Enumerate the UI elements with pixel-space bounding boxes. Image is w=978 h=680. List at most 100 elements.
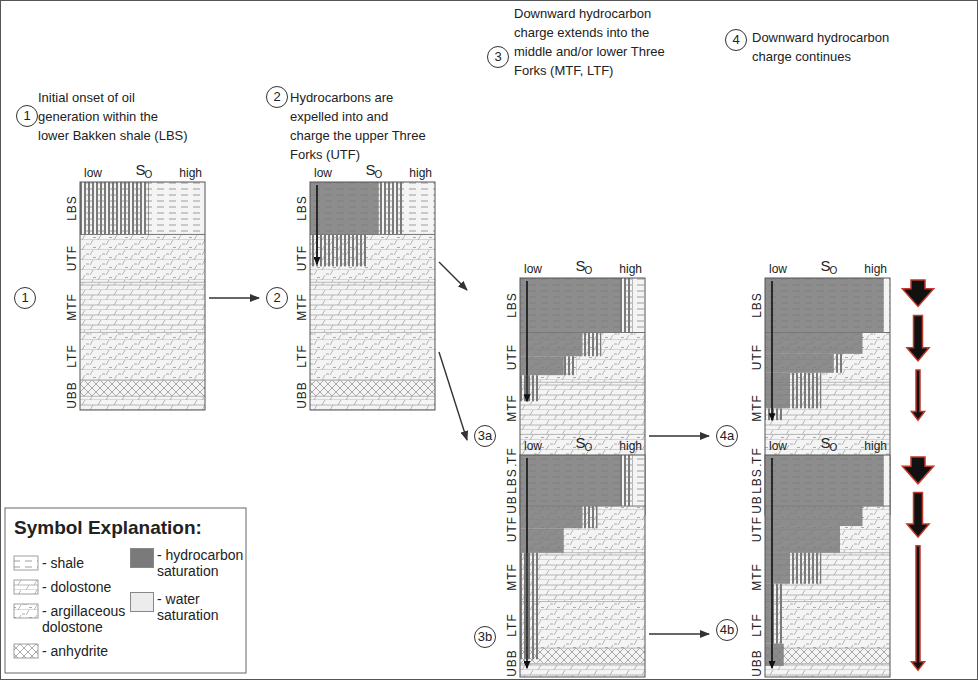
axis-label: low bbox=[524, 263, 542, 275]
lithology-pattern bbox=[520, 506, 645, 553]
stratigraphic-column: 3alowSOhighLBSUTFMTFLTFUBB bbox=[470, 256, 645, 515]
step-title: Downward hydrocarbon charge continues bbox=[752, 28, 910, 66]
step-title: Initial onset of oil generation within t… bbox=[38, 88, 190, 145]
axis-label: high bbox=[409, 167, 432, 179]
unit-label: LBS bbox=[506, 466, 518, 496]
flow-arrow bbox=[649, 633, 709, 634]
lithology-pattern bbox=[310, 182, 435, 234]
charge-direction bbox=[771, 458, 773, 668]
callout-number: 1 bbox=[14, 287, 36, 309]
axis-label: low bbox=[769, 263, 787, 275]
step-title: Downward hydrocarbon charge extends into… bbox=[514, 4, 674, 80]
charge-arrow bbox=[911, 370, 924, 420]
unit-label: UBB bbox=[751, 647, 763, 679]
unit-label: UTF bbox=[66, 243, 78, 273]
unit-label: MTF bbox=[66, 292, 78, 324]
unit-label: LBS bbox=[751, 466, 763, 496]
unit-label: UBB bbox=[506, 647, 518, 679]
legend-label: - argillaceous dolostone bbox=[42, 603, 132, 635]
charge-direction bbox=[526, 281, 528, 401]
legend-label: - shale bbox=[42, 555, 122, 571]
lithology-pattern bbox=[310, 282, 435, 332]
axis-label: high bbox=[179, 167, 202, 179]
saturation-transition bbox=[790, 373, 821, 409]
unit-label: LTF bbox=[751, 611, 763, 638]
step-title: Hydrocarbons are expelled into and charg… bbox=[290, 88, 430, 164]
legend-pattern bbox=[14, 644, 38, 658]
stratigraphic-column: 4alowSOhighLBSUTFMTFLTFUBB bbox=[712, 256, 890, 515]
layer-boundary bbox=[80, 282, 205, 283]
saturation-transition bbox=[520, 375, 539, 401]
unit-label: UTF bbox=[296, 243, 308, 273]
lithology-pattern bbox=[80, 234, 205, 282]
axis-subscript: O bbox=[375, 170, 383, 180]
callout-number: 1 bbox=[16, 105, 38, 127]
flow-arrow bbox=[209, 297, 259, 298]
layer-boundary bbox=[80, 380, 205, 381]
callout-number: 2 bbox=[266, 86, 288, 108]
axis-label: high bbox=[864, 263, 887, 275]
lithology-layer bbox=[765, 278, 890, 333]
hydrocarbon-saturation bbox=[520, 333, 583, 357]
axis-label: S bbox=[366, 162, 376, 177]
lithology-pattern bbox=[80, 380, 205, 396]
stratigraphic-column: 1lowSOhighLBSUTFMTFLTFUBB bbox=[10, 160, 205, 410]
callout-number: 2 bbox=[266, 287, 288, 309]
charge-arrow bbox=[907, 316, 929, 361]
lithology-pattern bbox=[765, 506, 890, 553]
column-outline bbox=[765, 278, 890, 515]
hydrocarbon-saturation bbox=[765, 333, 863, 354]
unit-label: UTF bbox=[751, 514, 763, 544]
callout-number: 4a bbox=[716, 425, 738, 447]
lithology-pattern bbox=[765, 455, 890, 506]
layer-boundary bbox=[80, 396, 205, 397]
axis-label: S bbox=[821, 258, 831, 273]
stratigraphic-column: 4blowSOhighLBSUTFMTFLTFUBB bbox=[712, 433, 890, 677]
axis-label: high bbox=[619, 440, 642, 452]
hydrocarbon-saturation bbox=[765, 553, 790, 584]
lithology-layer bbox=[80, 332, 205, 380]
hydrocarbon-saturation bbox=[765, 278, 884, 333]
lithology-layer bbox=[80, 282, 205, 332]
legend-label: - hydrocarbon saturation bbox=[157, 547, 245, 579]
unit-label: MTF bbox=[751, 393, 763, 425]
lithology-pattern bbox=[80, 332, 205, 380]
saturation-transition bbox=[765, 408, 784, 420]
axis-label: S bbox=[821, 435, 831, 450]
unit-label: UTF bbox=[506, 514, 518, 544]
saturation-transition bbox=[379, 182, 404, 234]
saturation-transition bbox=[520, 553, 539, 660]
legend-swatch bbox=[130, 548, 154, 568]
saturation-transition bbox=[834, 354, 843, 373]
legend-label: - anhydrite bbox=[42, 643, 122, 659]
lithology-layer bbox=[520, 333, 645, 383]
charge-arrow bbox=[902, 280, 933, 306]
lithology-layer bbox=[310, 380, 435, 396]
callout-number: 3b bbox=[474, 626, 496, 648]
layer-boundary bbox=[520, 663, 645, 664]
lithology-layer bbox=[80, 396, 205, 410]
lithology-layer bbox=[520, 664, 645, 677]
lithology-pattern bbox=[310, 234, 435, 282]
lithology-pattern bbox=[520, 664, 645, 677]
axis-label: low bbox=[84, 167, 102, 179]
charge-arrow bbox=[911, 546, 924, 671]
lithology-layer bbox=[520, 455, 645, 506]
lithology-layer bbox=[520, 506, 645, 553]
unit-label: MTF bbox=[506, 393, 518, 425]
unit-label: UTF bbox=[506, 342, 518, 372]
lithology-pattern bbox=[520, 333, 645, 383]
saturation-transition bbox=[583, 506, 598, 528]
legend-title: Symbol Explanation: bbox=[14, 518, 202, 537]
layer-boundary bbox=[310, 396, 435, 397]
callout-number: 4 bbox=[725, 29, 747, 51]
callout-number: 3 bbox=[487, 46, 509, 68]
unit-label: LBS bbox=[66, 193, 78, 223]
stratigraphic-column: 2lowSOhighLBSUTFMTFLTFUBB bbox=[262, 160, 435, 410]
axis-subscript: O bbox=[585, 266, 593, 276]
legend-pattern bbox=[14, 556, 38, 570]
lithology-pattern bbox=[80, 282, 205, 332]
layer-boundary bbox=[80, 332, 205, 333]
unit-label: UTF bbox=[751, 342, 763, 372]
